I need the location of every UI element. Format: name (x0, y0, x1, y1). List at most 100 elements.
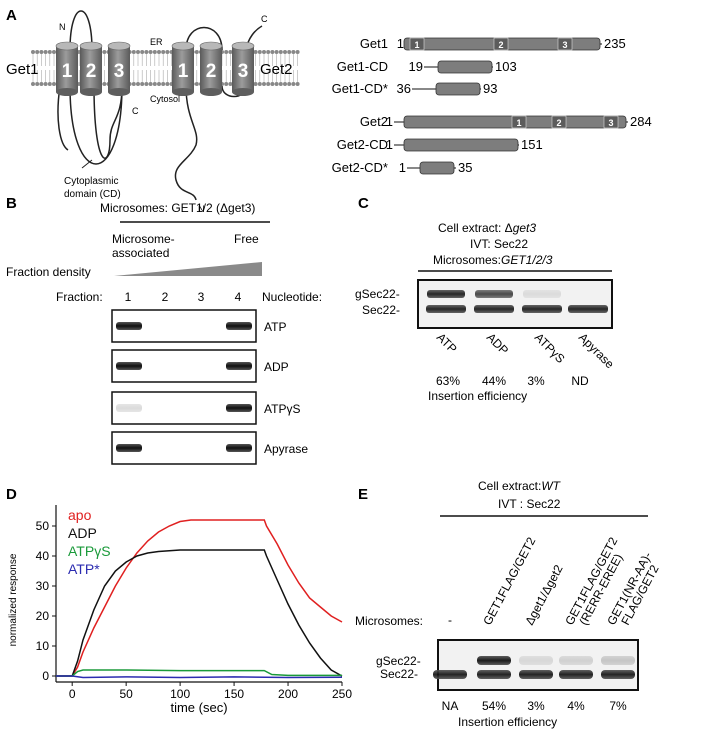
efficiency-value: 3% (527, 699, 545, 713)
sec22-band (601, 670, 635, 679)
lipid-head (131, 82, 136, 86)
construct-start: 1 (386, 114, 393, 129)
gsec22-band (519, 656, 553, 665)
legend-entry: ATP* (68, 561, 100, 577)
tm-number: 1 (178, 61, 189, 82)
lipid-head (257, 50, 262, 54)
panel-e-sec22-label: Sec22- (380, 667, 418, 681)
sec22-band (568, 305, 608, 313)
lane-label: ATP (434, 330, 460, 356)
tm-number: 3 (238, 61, 249, 82)
y-axis-label: normalized response (8, 553, 19, 646)
lipid-head (161, 82, 166, 86)
panel-e-gel (433, 639, 639, 691)
gsec22-band (427, 290, 465, 298)
density-wedge (114, 262, 262, 276)
lane-label: Δget1/Δget2 (522, 562, 566, 627)
tm-helix-get2-1: 1 (171, 41, 195, 96)
fraction-label: Fraction: (56, 290, 103, 304)
construct-bar (435, 82, 481, 96)
construct-end: 235 (604, 36, 626, 51)
panel-c-sec22-label: Sec22- (362, 303, 400, 317)
lane-label: - (448, 613, 452, 627)
construct-tm-segment (511, 115, 527, 129)
construct-start: 36 (397, 81, 411, 96)
gsec22-band (475, 290, 513, 298)
lipid-head (291, 82, 296, 86)
x-tick-label: 0 (69, 687, 76, 701)
panel-label-b: B (6, 195, 17, 212)
lipid-head (31, 50, 35, 54)
efficiency-value: 63% (436, 374, 460, 388)
free-label: Free (234, 232, 259, 246)
panel-b-title: Microsomes: GET1/2 (Δget3) (100, 201, 255, 215)
blot-row: ADP (111, 349, 289, 383)
series-line-atp (56, 675, 343, 679)
construct-name: Get1-CD* (332, 81, 388, 96)
tm-helix-get1-1: 1 (55, 41, 79, 96)
gsec22-band (477, 656, 511, 665)
lipid-head (270, 50, 275, 54)
lipid-head (287, 50, 292, 54)
lipid-head (39, 82, 44, 86)
efficiency-value: 3% (527, 374, 545, 388)
construct-tm-number: 3 (608, 118, 613, 128)
lipid-head (140, 50, 145, 54)
fraction-number: 4 (235, 290, 242, 304)
lipid-head (194, 50, 199, 54)
blot-band (116, 362, 142, 370)
lipid-head (47, 82, 52, 86)
y-tick-label: 20 (36, 609, 50, 623)
lipid-head (161, 50, 166, 54)
efficiency-value: NA (442, 699, 459, 713)
construct-end: 103 (495, 59, 517, 74)
lipid-head (102, 50, 107, 54)
cd-label-line1: Cytoplasmic (64, 176, 118, 187)
y-tick-label: 0 (42, 669, 49, 683)
construct-start: 1 (399, 160, 406, 175)
get2-protein-label: Get2 (260, 61, 293, 78)
sec22-band (477, 670, 511, 679)
tm-helix-get2-3: 3 (231, 41, 255, 96)
series-line-apo (56, 519, 343, 677)
construct-name: Get2-CD (337, 137, 388, 152)
x-tick-label: 200 (278, 687, 298, 701)
lipid-head (131, 50, 136, 54)
panel-c-efficiencies: 63%44%3%ND (436, 374, 589, 388)
lipid-head (165, 50, 170, 54)
construct-start: 1 (397, 36, 404, 51)
panel-label-e: E (358, 486, 368, 503)
x-tick-label: 100 (170, 687, 190, 701)
construct-end: 151 (521, 137, 543, 152)
lipid-head (140, 82, 145, 86)
construct-name: Get2 (360, 114, 388, 129)
panel-c-line3: Microsomes:GET1/2/3 (433, 253, 553, 267)
lipid-head (270, 82, 275, 86)
blot-band (116, 322, 142, 330)
panel-label-d: D (6, 486, 17, 503)
lipid-head (262, 50, 266, 54)
cytosol-label: Cytosol (150, 94, 180, 104)
lipid-head (52, 50, 56, 54)
lipid-head (295, 50, 300, 54)
get2-n-term-label: N (198, 204, 205, 214)
blot-row: Apyrase (111, 431, 308, 465)
tm-number: 3 (114, 61, 125, 82)
panel-c-footer: Insertion efficiency (428, 389, 527, 403)
construct-end: 93 (483, 81, 497, 96)
construct-tm-segment (551, 115, 567, 129)
sec22-band (426, 305, 466, 313)
get2-c-term-label: C (261, 14, 268, 24)
fraction-number: 1 (125, 290, 132, 304)
lipid-head (43, 82, 48, 86)
legend-entry: ADP (68, 525, 97, 541)
panel-label-c: C (358, 195, 369, 212)
efficiency-value: 7% (609, 699, 627, 713)
series-line-atps (56, 669, 342, 677)
sec22-band (433, 670, 467, 679)
